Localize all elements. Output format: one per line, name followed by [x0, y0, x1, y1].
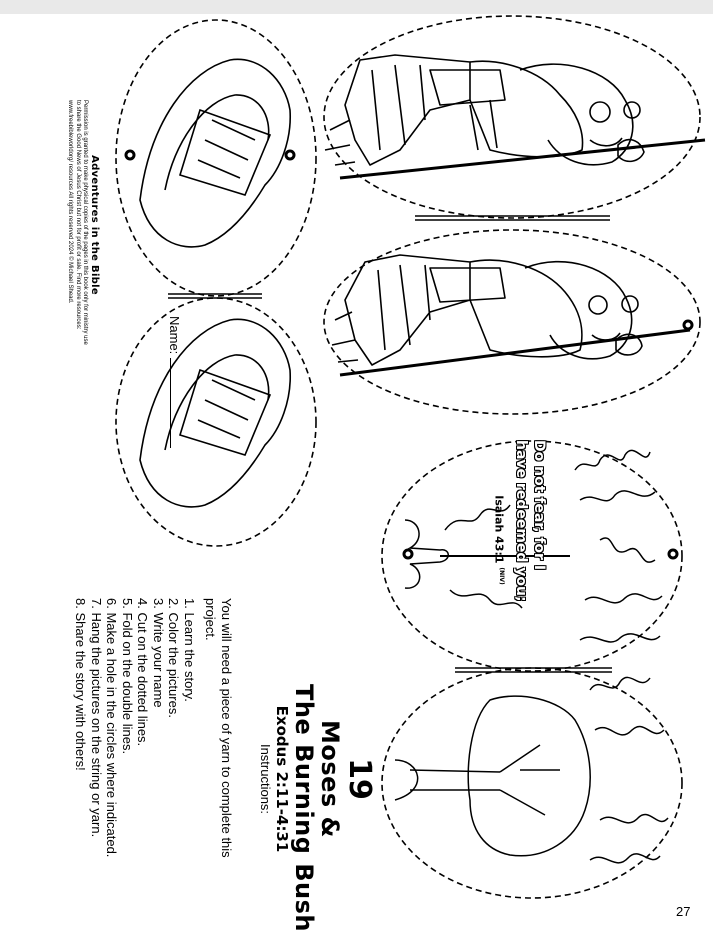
instruction-step: 1. Learn the story. [182, 598, 197, 702]
verse-version: (NIV) [498, 567, 505, 585]
instructions-intro: You will need a piece of yarn to complet… [203, 598, 235, 858]
scripture-reference: Exodus 2:11-4:31 [273, 705, 291, 853]
brand-logo-text: Adventures in the Bible [89, 155, 100, 295]
instruction-step: 8. Share the story with others! [73, 598, 89, 771]
page-number: 27 [676, 904, 691, 919]
instruction-steps: 1. Learn the story. 2. Color the picture… [73, 598, 198, 858]
oval-sandal-top [115, 19, 317, 297]
instructions-block: You will need a piece of yarn to complet… [73, 598, 235, 858]
lesson-title-line1: Moses & [316, 719, 344, 838]
oval-moses-top [323, 15, 701, 219]
name-write-line [170, 357, 173, 448]
verse-reference: Isaiah 43:1 (NIV) [491, 440, 508, 640]
viewer-top-bar [0, 0, 713, 14]
permission-text: Permission is granted to make physical c… [67, 100, 88, 345]
lesson-title-block: 19 Moses & The Burning Bush Exodus 2:11-… [257, 684, 377, 932]
hole-marker [402, 548, 414, 560]
instruction-step: 3. Write your name [151, 598, 166, 708]
instructions-heading: Instructions: [258, 743, 273, 815]
hole-marker [124, 149, 136, 161]
oval-sandal-bottom [115, 297, 317, 547]
oval-moses-middle [323, 229, 701, 415]
oval-bush-verse [381, 440, 683, 672]
hole-marker [667, 548, 679, 560]
burning-bush-illustration [404, 449, 663, 643]
sandal-bottom [139, 318, 291, 508]
copyright-block: Adventures in the Bible Permission is gr… [66, 100, 100, 350]
instruction-step: 6. Make a hole in the circles where indi… [104, 598, 120, 858]
burning-tree-illustration [394, 676, 669, 864]
instruction-step: 2. Color the pictures. [166, 598, 182, 718]
memory-verse: Do not fear, for I have redeemed you; Is… [491, 440, 548, 640]
oval-bush-tree [381, 667, 683, 899]
name-label: Name: [167, 316, 182, 355]
moses-bowing-illustration [331, 254, 691, 377]
hole-marker [682, 319, 694, 331]
lesson-title-line2: The Burning Bush [290, 684, 318, 932]
instruction-step: 7. Hang the pictures on the string or ya… [89, 598, 104, 838]
verse-line-2: have redeemed you; [513, 440, 529, 602]
verse-reference-text: Isaiah 43:1 [492, 495, 506, 564]
instruction-step: 4. Cut on the dotted lines. [135, 598, 151, 747]
moses-illustration [324, 54, 706, 180]
sandal-top [139, 58, 291, 248]
lesson-number: 19 [342, 758, 377, 800]
instruction-step: 5. Fold on the double lines. [120, 598, 135, 755]
hole-marker [284, 149, 296, 161]
verse-line-1: Do not fear, for I [531, 440, 547, 571]
name-field: Name: [167, 316, 182, 448]
